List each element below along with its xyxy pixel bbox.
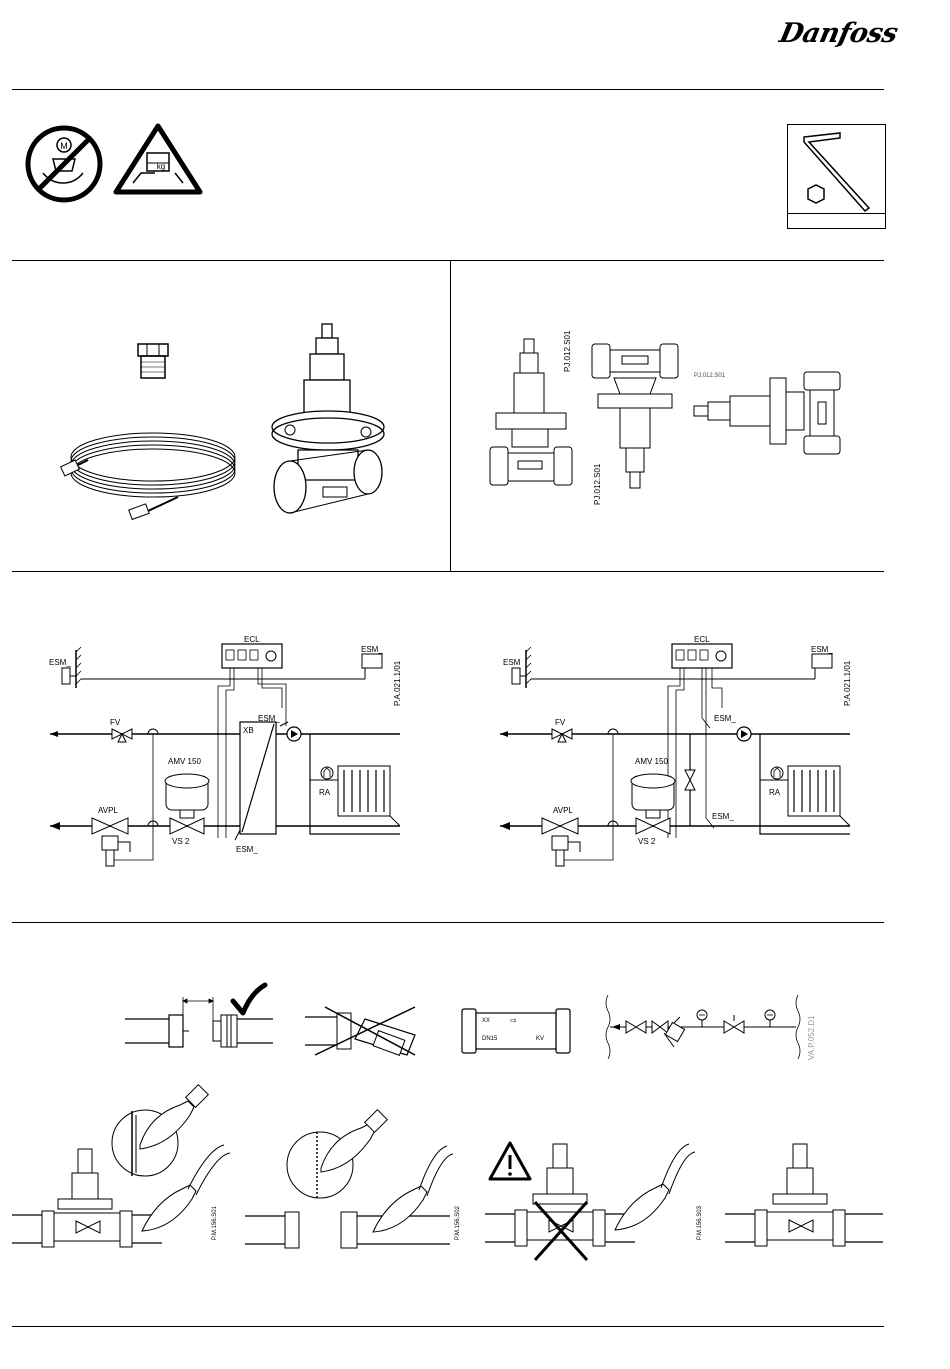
esm-supply-label-left: ESM_ bbox=[258, 714, 280, 723]
vs-label-right: VS 2 bbox=[638, 837, 655, 846]
fig-code-w2: P.M.156.S02 bbox=[455, 1206, 461, 1240]
esm-wall-label-left: ESM_ bbox=[49, 658, 71, 667]
system-diagram-left bbox=[40, 630, 420, 880]
no-lifting-by-motor-icon: M bbox=[25, 125, 103, 203]
plate-bl: DN15 bbox=[482, 1036, 497, 1042]
separator-bottom bbox=[12, 1326, 884, 1327]
impulse-tube-coil bbox=[58, 415, 243, 525]
xb-label-left: XB bbox=[243, 726, 254, 735]
fig-code-w3: P.M.156.S03 bbox=[697, 1206, 703, 1240]
separator-vertical bbox=[450, 260, 451, 571]
valve-position-inverted bbox=[590, 340, 682, 492]
valve-body-plate: XX ⇨ DN15 KV bbox=[460, 1005, 572, 1057]
ra-label-left: RA bbox=[319, 788, 330, 797]
welding-step-3-wrong bbox=[485, 1110, 705, 1270]
tool-panel bbox=[787, 124, 886, 229]
avpl-label-left: AVPL bbox=[98, 806, 118, 815]
separator-1 bbox=[12, 260, 884, 261]
vs-label-left: VS 2 bbox=[172, 837, 189, 846]
pipe-misaligned-wrong bbox=[305, 1005, 435, 1060]
fv-label-left: FV bbox=[110, 718, 120, 727]
esm-outdoor-label-right: ESM_ bbox=[811, 645, 833, 654]
plug-part bbox=[135, 342, 171, 382]
amv-label-right: AMV 150 bbox=[635, 757, 668, 766]
plate-flow-arrow: ⇨ bbox=[510, 1016, 517, 1025]
esm-return-label-left: ESM_ bbox=[236, 845, 258, 854]
avpl-label-right: AVPL bbox=[553, 806, 573, 815]
ra-label-right: RA bbox=[769, 788, 780, 797]
fig-code-p1: PJ.012.S01 bbox=[563, 331, 572, 372]
welding-step-1 bbox=[12, 1085, 232, 1270]
check-mark-icon bbox=[230, 983, 266, 1015]
fv-label-right: FV bbox=[555, 718, 565, 727]
brand-logo: Danfoss bbox=[777, 18, 901, 49]
welding-step-4-final bbox=[725, 1140, 885, 1270]
plate-tl: XX bbox=[482, 1018, 490, 1024]
fig-code-p3: PJ.012.S01 bbox=[694, 373, 725, 379]
separator-3 bbox=[12, 922, 884, 923]
esm-supply-label-right: ESM_ bbox=[714, 714, 736, 723]
ecl-label-left: ECL bbox=[244, 635, 260, 644]
welding-step-2 bbox=[245, 1110, 460, 1270]
hex-key-icon bbox=[794, 129, 880, 209]
warning-heavy-load-icon: kg bbox=[113, 123, 203, 195]
fig-code-p2: PJ.012.S01 bbox=[593, 464, 602, 505]
ecl-label-right: ECL bbox=[694, 635, 710, 644]
system-diagram-right bbox=[490, 630, 870, 880]
amv-label-left: AMV 150 bbox=[168, 757, 201, 766]
valve-position-horizontal bbox=[690, 370, 855, 460]
esm-outdoor-label-left: ESM_ bbox=[361, 645, 383, 654]
plate-br: KV bbox=[536, 1036, 544, 1042]
diagram-code-right: P.A.021.1/01 bbox=[843, 661, 852, 706]
esm-wall-label-right: ESM bbox=[503, 658, 520, 667]
pressure-controller-valve bbox=[268, 322, 393, 520]
svg-text:kg: kg bbox=[157, 162, 165, 171]
svg-text:M: M bbox=[60, 141, 68, 151]
separator-top bbox=[12, 89, 884, 90]
esm-return-label-right: ESM_ bbox=[712, 812, 734, 821]
installation-scheme bbox=[600, 993, 825, 1065]
fig-code-w1: P.M.156.S01 bbox=[212, 1206, 218, 1240]
fig-code-install: VA.P.052.D1 bbox=[807, 1015, 816, 1060]
separator-2 bbox=[12, 571, 884, 572]
diagram-code-left: P.A.021.1/01 bbox=[393, 661, 402, 706]
